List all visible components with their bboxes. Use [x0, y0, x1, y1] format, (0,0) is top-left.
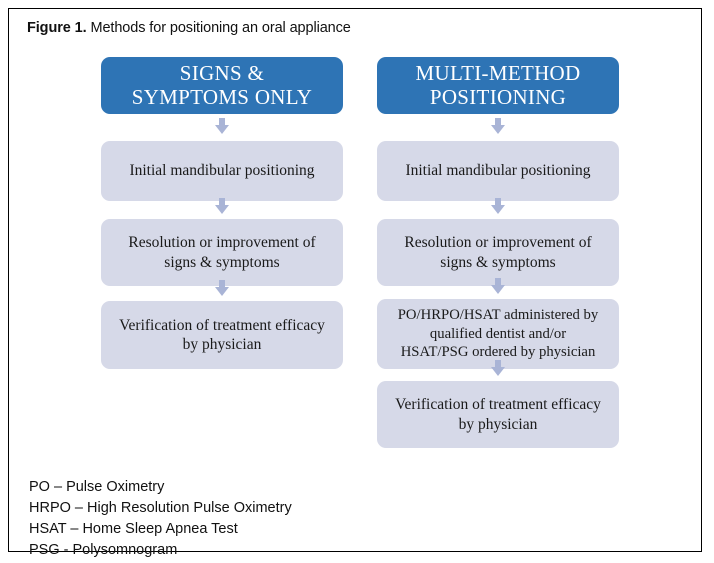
figure-caption: Figure 1. Methods for positioning an ora…	[27, 20, 351, 36]
arrow-head	[491, 205, 505, 214]
arrow-down-icon	[491, 198, 505, 214]
arrow-down-icon	[215, 118, 229, 134]
arrow-head	[215, 287, 229, 296]
node-text: Resolution or improvement of signs & sym…	[404, 234, 592, 271]
arrow-head	[491, 367, 505, 376]
node-text: Verification of treatment efficacy by ph…	[395, 396, 601, 433]
arrow-down-icon	[491, 118, 505, 134]
flowchart: SIGNS & SYMPTOMS ONLY Initial mandibular…	[9, 9, 703, 553]
arrow-down-icon	[491, 278, 505, 294]
abbreviation-legend: PO – Pulse Oximetry HRPO – High Resoluti…	[29, 477, 292, 561]
legend-item-psg: PSG - Polysomnogram	[29, 541, 178, 558]
node-right-verification-of-treatment-efficacy: Verification of treatment efficacy by ph…	[377, 381, 619, 448]
arrow-down-icon	[215, 198, 229, 214]
arrow-stem	[219, 280, 225, 288]
node-text: Verification of treatment efficacy by ph…	[119, 316, 325, 353]
node-text: PO/HRPO/HSAT administered by qualified d…	[397, 307, 599, 361]
node-text: SIGNS & SYMPTOMS ONLY	[131, 60, 313, 109]
node-left-initial-mandibular-positioning: Initial mandibular positioning	[101, 141, 343, 201]
arrow-stem	[219, 118, 225, 126]
arrow-stem	[495, 118, 501, 126]
figure-frame: Figure 1. Methods for positioning an ora…	[8, 8, 703, 558]
node-signs-symptoms-only-header: SIGNS & SYMPTOMS ONLY	[101, 57, 343, 114]
node-text: MULTI-METHOD POSITIONING	[415, 60, 581, 109]
node-right-resolution-or-improvement: Resolution or improvement of signs & sym…	[377, 219, 619, 286]
arrow-stem	[495, 278, 501, 286]
arrow-stem	[495, 198, 501, 206]
legend-item-hrpo: HRPO – High Resolution Pulse Oximetry	[29, 499, 292, 516]
node-text: Resolution or improvement of signs & sym…	[128, 234, 316, 271]
figure-label: Figure 1.	[27, 20, 87, 36]
arrow-head	[491, 125, 505, 134]
arrow-head	[215, 205, 229, 214]
node-multi-method-positioning-header: MULTI-METHOD POSITIONING	[377, 57, 619, 114]
figure-caption-text: Methods for positioning an oral applianc…	[90, 20, 351, 36]
node-text: Initial mandibular positioning	[129, 162, 315, 180]
arrow-head	[215, 125, 229, 134]
arrow-stem	[495, 360, 501, 368]
arrow-down-icon	[215, 280, 229, 296]
node-left-verification-of-treatment-efficacy: Verification of treatment efficacy by ph…	[101, 301, 343, 369]
arrow-stem	[219, 198, 225, 206]
arrow-head	[491, 285, 505, 294]
legend-item-hsat: HSAT – Home Sleep Apnea Test	[29, 520, 238, 537]
arrow-down-icon	[491, 360, 505, 376]
legend-item-po: PO – Pulse Oximetry	[29, 479, 165, 495]
node-right-po-hrpo-hsat-administered: PO/HRPO/HSAT administered by qualified d…	[377, 299, 619, 369]
node-right-initial-mandibular-positioning: Initial mandibular positioning	[377, 141, 619, 201]
node-left-resolution-or-improvement: Resolution or improvement of signs & sym…	[101, 219, 343, 286]
node-text: Initial mandibular positioning	[405, 162, 591, 180]
